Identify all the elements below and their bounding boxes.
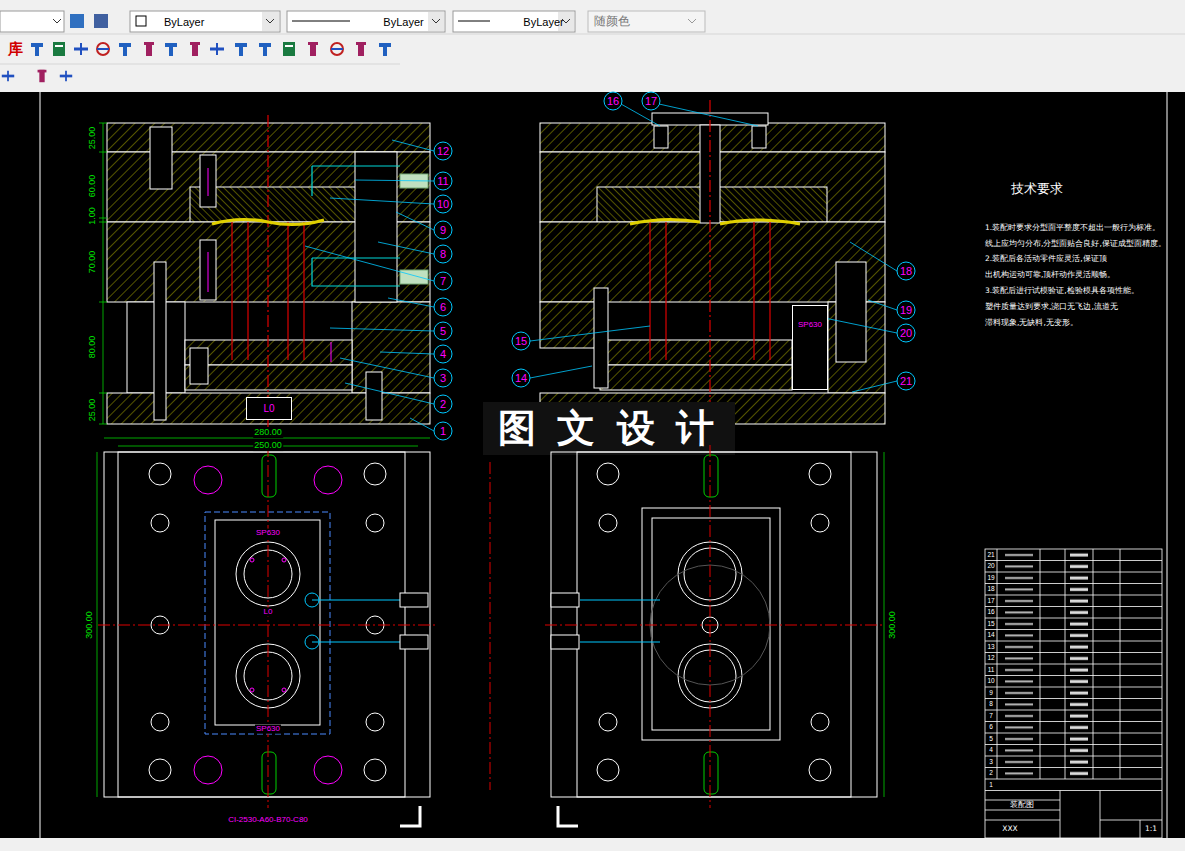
callout-number: 9 [440, 224, 446, 236]
table-cell: 5 [989, 735, 993, 742]
locating-block: L0 [246, 397, 292, 420]
table-cell: 20 [987, 563, 994, 570]
node-text: ByLayer [523, 16, 563, 28]
table-cell: 16 [987, 609, 994, 616]
callout-number: 11 [437, 175, 448, 187]
table-cell: 3 [989, 758, 993, 765]
dimension-text: 250.00 [253, 441, 283, 451]
callout-number: 19 [900, 304, 912, 316]
node-text: ByLayer [383, 16, 423, 28]
technical-note: 2.装配后各活动零件应灵活,保证顶 [985, 255, 1107, 263]
table-cell: 17 [987, 597, 994, 604]
table-cell: 19 [987, 574, 994, 581]
color-dropdown: 随颜色 [588, 11, 684, 32]
library-icon: 库 [8, 41, 23, 58]
callout-number: 17 [645, 95, 657, 107]
title-block-cell: XXX [1002, 825, 1017, 833]
dimension-text: 80.00 [88, 335, 98, 360]
callout-number: 20 [900, 327, 912, 339]
table-cell: 9 [989, 689, 993, 696]
callout-number: 7 [440, 275, 446, 287]
notes-heading: 技术要求 [1011, 182, 1063, 196]
dimension-text: 300.00 [85, 610, 95, 640]
dimension-text: 300.00 [888, 610, 898, 640]
technical-note: 出机构运动可靠,顶杆动作灵活顺畅。 [985, 271, 1115, 279]
callout-number: 1 [440, 425, 446, 437]
table-cell: 13 [987, 643, 994, 650]
callout-number: 16 [607, 95, 619, 107]
table-cell: 14 [987, 632, 994, 639]
table-cell: 18 [987, 586, 994, 593]
table-cell: 21 [987, 551, 994, 558]
technical-note: 塑件质量达到要求,浇口无飞边,流道无 [985, 303, 1118, 311]
linetype-dropdown: ByLayer [350, 11, 427, 32]
node-text: L0 [263, 403, 274, 414]
callout-number: 4 [440, 348, 446, 360]
table-cell: 1 [989, 781, 993, 788]
callout-number: 10 [437, 198, 449, 210]
node-text: SP630 [798, 320, 822, 329]
layer-dropdown: ByLayer [146, 11, 260, 32]
dimension-text: 1.00 [88, 206, 98, 226]
table-cell: 6 [989, 724, 993, 731]
callout-number: 21 [900, 375, 912, 387]
node-text: ByLayer [164, 16, 204, 28]
part-code: L0 [263, 608, 274, 617]
callout-number: 5 [440, 325, 446, 337]
mold-base-code: CI-2530-A60-B70-C80 [227, 816, 309, 825]
table-cell: 15 [987, 620, 994, 627]
callout-number: 15 [515, 335, 527, 347]
node-text: 随颜色 [594, 13, 630, 30]
table-cell: 11 [988, 666, 995, 673]
dimension-text: 25.00 [88, 126, 98, 151]
dimension-text: 25.00 [88, 398, 98, 423]
callout-number: 18 [900, 265, 912, 277]
title-block-cell: 装配图 [1010, 801, 1034, 809]
table-cell: 7 [989, 712, 993, 719]
title-block-cell: 1:1 [1145, 825, 1157, 833]
callout-number: 2 [440, 398, 446, 410]
callout-number: 12 [437, 145, 449, 157]
technical-note: 1.装配时要求分型面平整度不超出一般行为标准。 [985, 224, 1160, 232]
dimension-text: 70.00 [88, 250, 98, 275]
callout-number: 6 [440, 301, 446, 313]
part-code: SP630 [255, 529, 281, 538]
table-cell: 8 [989, 701, 993, 708]
table-cell: 4 [989, 747, 993, 754]
technical-note: 线上应均匀分布,分型面贴合良好,保证成型面精度。 [985, 240, 1166, 248]
table-cell: 2 [989, 770, 993, 777]
technical-note: 滞料现象,无缺料,无变形。 [985, 319, 1078, 327]
table-cell: 10 [987, 678, 994, 685]
dimension-text: 280.00 [253, 428, 283, 438]
standard-part-box: SP630 [792, 305, 828, 390]
lineweight-dropdown: ByLayer [490, 11, 567, 32]
callout-number: 8 [440, 248, 446, 260]
table-cell: 12 [987, 655, 994, 662]
part-code: SP630 [255, 725, 281, 734]
watermark: 图 文 设 计 [498, 407, 718, 449]
callout-number: 3 [440, 372, 446, 384]
callout-number: 14 [515, 372, 527, 384]
technical-note: 3.装配后进行试模验证,检验模具各项性能。 [985, 287, 1139, 295]
dimension-text: 60.00 [88, 174, 98, 199]
